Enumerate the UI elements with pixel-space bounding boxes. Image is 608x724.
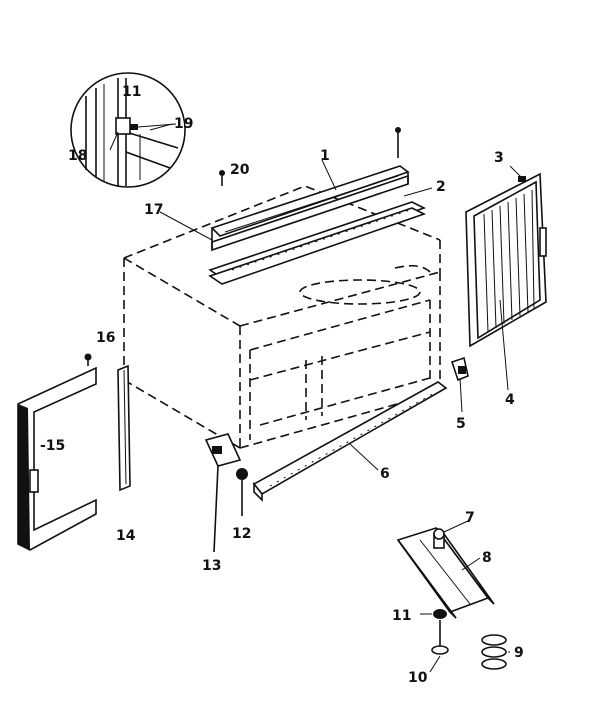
callout-11: 11 — [392, 608, 411, 624]
callout-17: 17 — [144, 202, 163, 218]
washers-part-9 — [481, 634, 507, 670]
callout-2: 2 — [436, 179, 446, 195]
front-frame-part-15 — [17, 366, 97, 551]
bolt-part-10 — [431, 620, 449, 655]
cabinet-assembly — [123, 185, 441, 449]
callout-18: 18 — [68, 148, 87, 164]
bottom-rail-part-6 — [252, 381, 448, 502]
callout-19: 19 — [174, 116, 193, 132]
callout-20: 20 — [230, 162, 250, 178]
callout-3: 3 — [494, 150, 504, 166]
callout-15: -15 — [40, 438, 65, 454]
callout-16: 16 — [96, 330, 115, 346]
side-strip-part-14 — [117, 364, 131, 492]
callout-12: 12 — [232, 526, 251, 542]
screw-part-7 — [433, 528, 445, 549]
support-bracket-part-8 — [396, 527, 495, 619]
top-screw — [395, 127, 401, 158]
clip-part-5 — [450, 356, 469, 382]
callout-labels: 1 2 3 4 5 6 7 8 9 10 11 12 13 14 -15 16 … — [40, 84, 524, 686]
callout-7: 7 — [465, 510, 475, 526]
callout-10: 10 — [408, 670, 428, 686]
inset-label: 11 — [122, 84, 141, 100]
screw-part-12 — [236, 468, 248, 516]
callout-5: 5 — [456, 416, 466, 432]
side-grille-part-3 — [465, 172, 547, 348]
bracket-part-13 — [204, 433, 242, 553]
callout-13: 13 — [202, 558, 221, 574]
leader-lines — [109, 123, 523, 673]
screw-part-16 — [84, 353, 92, 366]
callout-14: 14 — [116, 528, 136, 544]
callout-1: 1 — [320, 148, 330, 164]
callout-6: 6 — [380, 466, 390, 482]
washer-part-11 — [433, 609, 447, 619]
screw-part-20 — [219, 170, 225, 186]
callout-9: 9 — [514, 645, 524, 661]
callout-8: 8 — [482, 550, 492, 566]
front-rail-part-2 — [208, 201, 427, 285]
top-rail-part-1 — [210, 165, 410, 252]
callout-4: 4 — [505, 392, 515, 408]
